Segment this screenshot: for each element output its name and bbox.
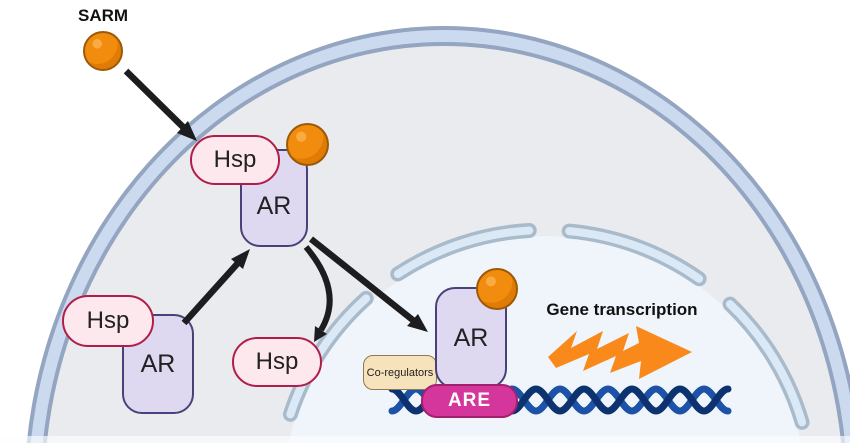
- sarm-label: SARM: [78, 6, 129, 25]
- are-badge: ARE: [421, 384, 518, 418]
- hsp-release-arrow-icon: [303, 245, 333, 342]
- hsp-released-pill: Hsp: [232, 337, 322, 387]
- sarm-ligand-icon: [83, 31, 123, 71]
- coregulators-box: Co-regulators: [363, 355, 437, 390]
- sarm-ligand-icon: [286, 123, 329, 166]
- gene-transcription-label: Gene transcription: [546, 300, 698, 319]
- sarm-ligand-icon: [476, 268, 518, 310]
- hsp-cytoplasmic-pill: Hsp: [62, 295, 154, 347]
- complex-activation-arrow-icon: [181, 249, 250, 326]
- nuclear-translocation-arrow-icon: [308, 236, 428, 332]
- bolt-shape: [548, 326, 692, 379]
- figure-bottom-edge: [0, 436, 850, 443]
- hsp-central-pill: Hsp: [190, 135, 280, 185]
- sarm-entry-arrow-icon: [123, 68, 197, 141]
